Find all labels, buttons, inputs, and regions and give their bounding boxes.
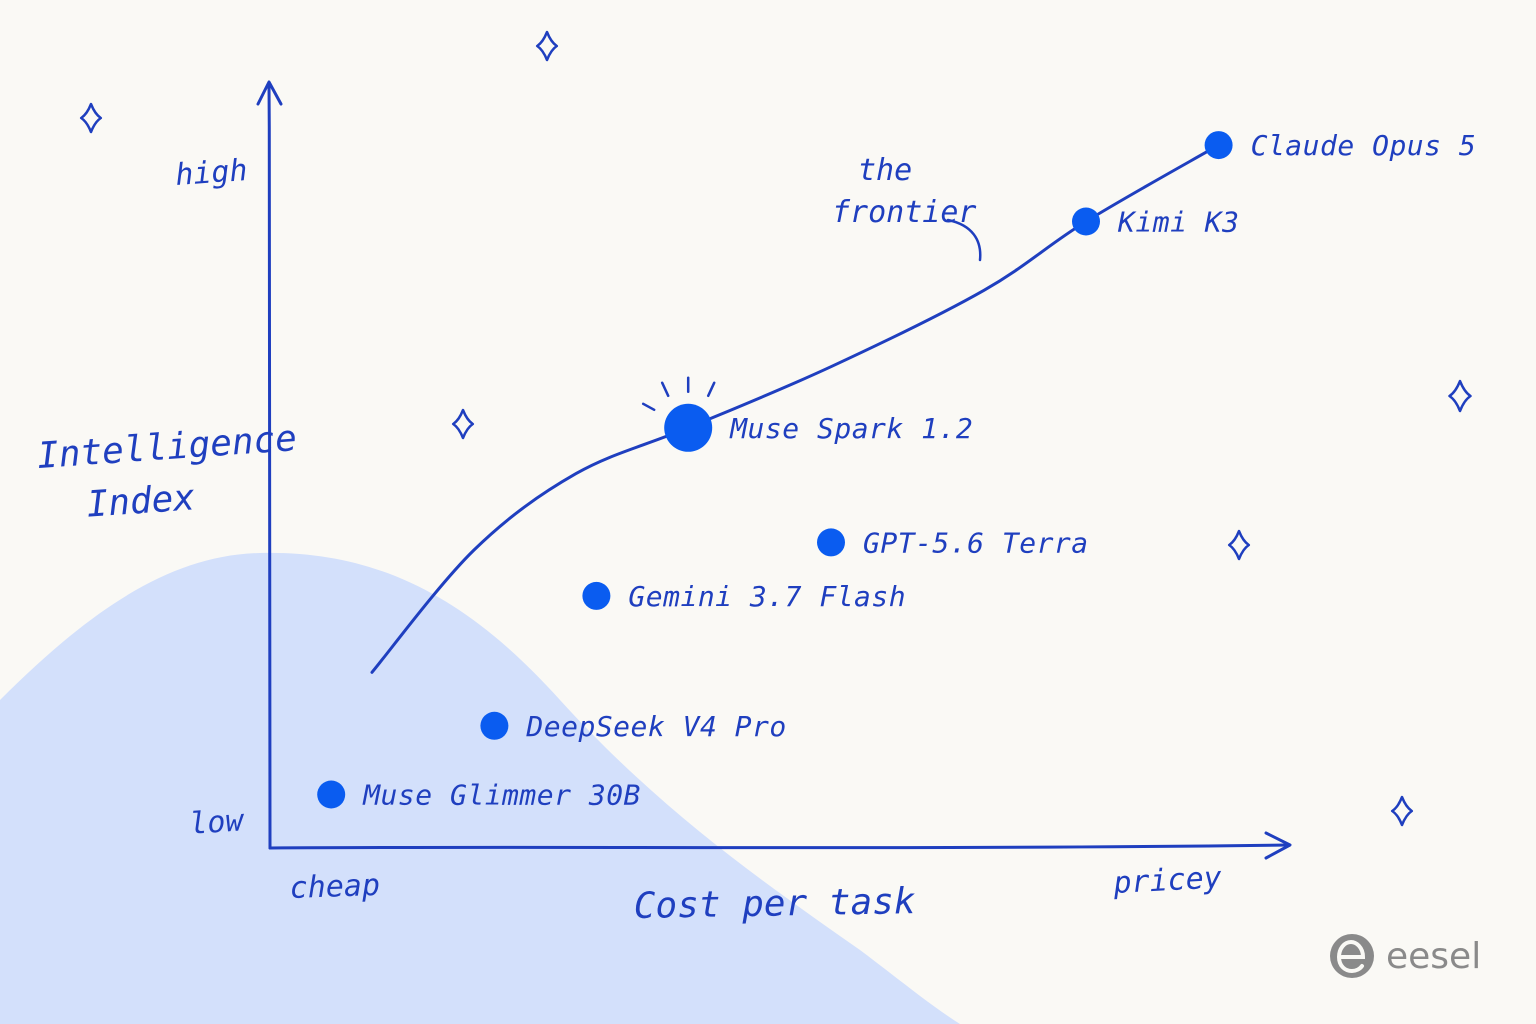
y-axis-max-label: high	[174, 153, 249, 193]
frontier-annotation-line-2: frontier	[832, 195, 977, 230]
y-axis-min-label: low	[188, 803, 246, 842]
data-point-label-3: Gemini 3.7 Flash	[628, 580, 906, 613]
y-axis-line	[267, 82, 272, 850]
data-point-4	[817, 528, 845, 557]
eesel-logo-text: eesel	[1386, 936, 1481, 977]
sparkle-icon	[1390, 795, 1414, 827]
y-axis-arrowhead	[256, 80, 283, 106]
data-point-2	[480, 711, 509, 740]
sparkle-icon	[79, 102, 103, 134]
highlight-ray-4	[641, 402, 656, 412]
axes	[256, 80, 1292, 860]
frontier-annotation-pointer	[946, 218, 982, 262]
highlight-rays	[641, 376, 716, 412]
y-axis-title: Intelligence Index	[36, 417, 324, 529]
sparkle-icon	[1448, 379, 1472, 413]
sparkle-icon	[535, 30, 559, 62]
frontier-annotation-line-1: the	[858, 153, 912, 188]
x-axis-title: Cost per task	[633, 881, 916, 927]
sparkle-icon	[1227, 529, 1251, 561]
sparkles	[79, 30, 1472, 827]
data-point-label-7: Claude Opus 5	[1251, 129, 1477, 162]
frontier-annotation: the frontier	[832, 153, 977, 230]
background-cloud	[0, 552, 960, 1024]
data-point-3	[582, 581, 611, 610]
data-point-7	[1204, 131, 1233, 160]
highlight-ray-3	[706, 381, 716, 398]
x-axis-arrowhead	[1264, 831, 1292, 860]
data-points: Muse Glimmer 30B DeepSeek V4 Pro Gemini 3.…	[317, 129, 1477, 812]
sparkle-icon	[451, 408, 475, 440]
y-axis-title-line-1: Intelligence	[36, 418, 298, 477]
data-point-label-4: GPT-5.6 Terra	[863, 526, 1089, 559]
eesel-logo: eesel	[1330, 934, 1481, 978]
highlight-ray-1	[660, 381, 670, 398]
data-point-label-1: Muse Glimmer 30B	[362, 779, 641, 812]
data-point-6	[1072, 207, 1100, 236]
x-axis-line	[268, 843, 1291, 850]
data-point-label-6: Kimi K3	[1117, 206, 1240, 239]
data-point-5	[664, 403, 713, 452]
x-axis-min-label: cheap	[289, 868, 380, 906]
data-point-1	[317, 780, 346, 809]
x-axis-max-label: pricey	[1112, 860, 1223, 901]
y-axis-title-line-2: Index	[85, 477, 196, 525]
eesel-e-logo-glyph	[1336, 939, 1366, 974]
data-point-label-2: DeepSeek V4 Pro	[525, 710, 786, 743]
data-point-label-5: Muse Spark 1.2	[729, 412, 973, 445]
